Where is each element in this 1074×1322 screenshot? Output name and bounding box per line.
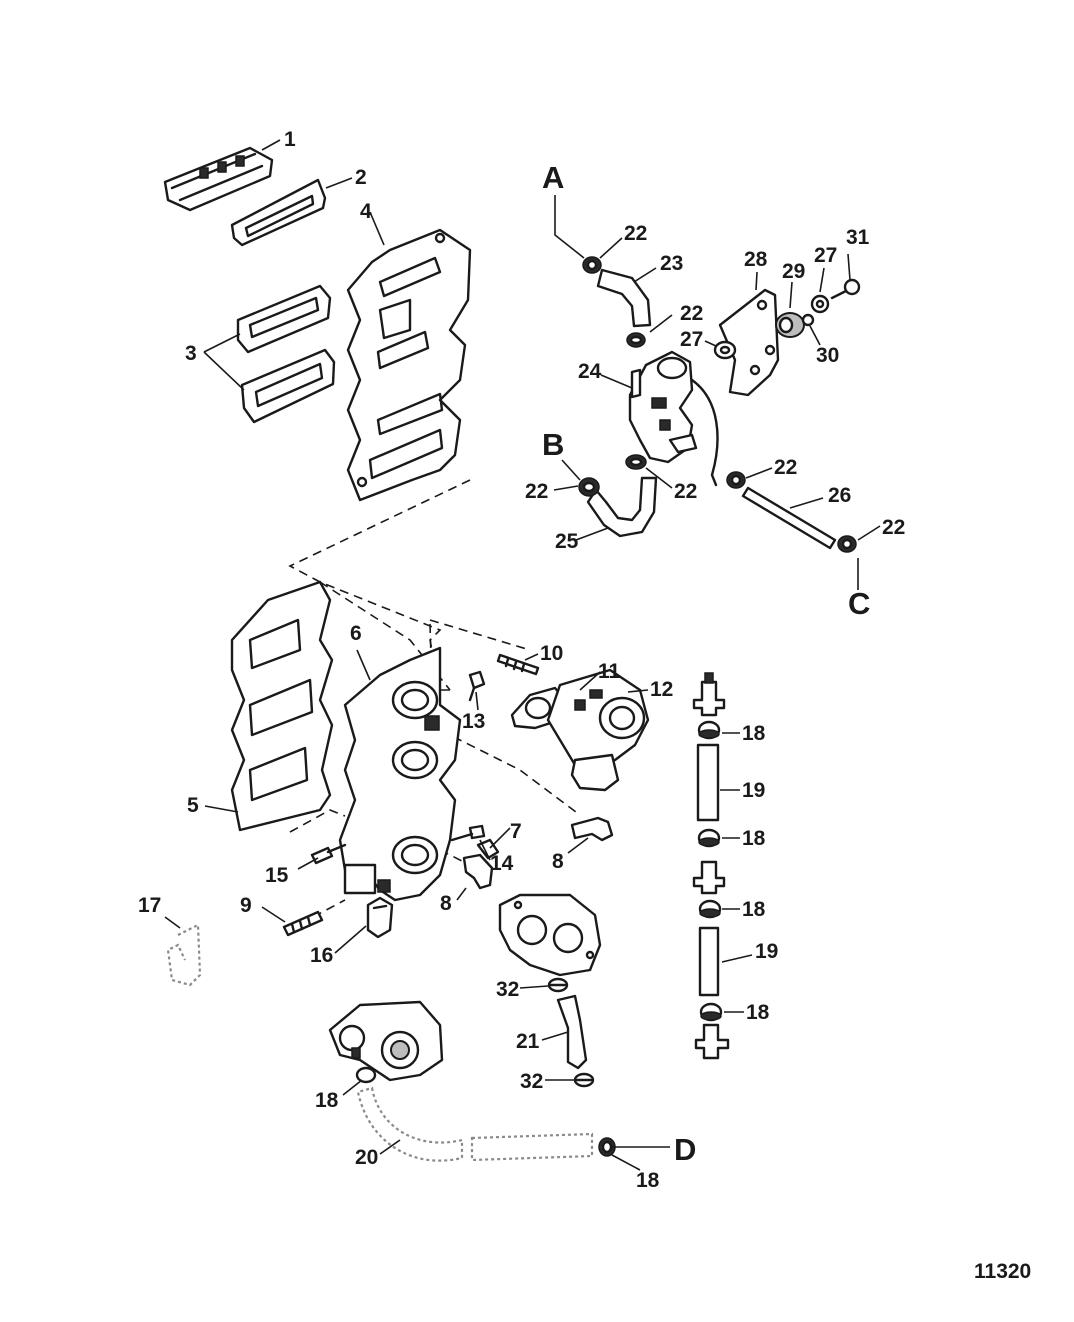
callout-9: 9	[240, 894, 252, 917]
callout-31: 31	[846, 226, 870, 249]
connector-18-parts	[697, 720, 723, 1022]
elbow-8-upper-part	[570, 816, 614, 842]
tee-fitting-upper-part	[692, 672, 726, 717]
callout-28: 28	[744, 248, 768, 271]
screw-31-part	[830, 278, 861, 300]
callout-6: 6	[350, 622, 362, 645]
callout-8-upper: 8	[552, 850, 564, 873]
hose-21-part	[556, 994, 588, 1070]
connector-letters: A B C D	[542, 160, 870, 1167]
filter-housing-part	[328, 1000, 444, 1082]
callout-30: 30	[816, 344, 839, 367]
connector-c: C	[848, 586, 870, 621]
callout-2: 2	[355, 166, 367, 189]
hose-25-part	[586, 476, 658, 538]
clamp-18-lower-part	[355, 1066, 377, 1084]
callout-11: 11	[598, 660, 621, 683]
figure-number: 11320	[974, 1260, 1031, 1283]
callout-16: 16	[310, 944, 333, 967]
callout-27-left: 27	[680, 328, 703, 351]
callout-24: 24	[578, 360, 602, 383]
clamp-22-parts	[578, 256, 857, 553]
elbow-8-lower-part	[462, 853, 494, 890]
callout-18-b: 18	[742, 827, 766, 850]
callout-22-c: 22	[525, 480, 548, 503]
callout-18-a: 18	[742, 722, 766, 745]
callout-32-lower: 32	[520, 1070, 543, 1093]
hose-19-lower-part	[698, 926, 720, 997]
callout-23: 23	[660, 252, 683, 275]
connector-a: A	[542, 160, 564, 195]
callout-21: 21	[516, 1030, 540, 1053]
clamp-16-part	[366, 896, 394, 939]
callout-26: 26	[828, 484, 851, 507]
callout-22-e: 22	[774, 456, 797, 479]
callout-22-b: 22	[680, 302, 703, 325]
connector-d: D	[674, 1132, 696, 1167]
callout-1: 1	[284, 128, 296, 151]
hose-26-part	[741, 486, 837, 550]
callout-22-a: 22	[624, 222, 647, 245]
callout-22-d: 22	[674, 480, 697, 503]
grommet-29-part	[775, 312, 805, 338]
connector-b: B	[542, 427, 564, 462]
clamp-18-d-part	[598, 1137, 616, 1157]
intake-manifold-part	[338, 646, 462, 902]
callout-7: 7	[510, 820, 522, 843]
callout-18-f: 18	[636, 1169, 660, 1192]
callout-22-f: 22	[882, 516, 905, 539]
bolt-14-part	[450, 824, 486, 842]
callout-10: 10	[540, 642, 563, 665]
bolt-13-part	[468, 670, 486, 702]
callout-14: 14	[490, 852, 514, 875]
callout-17: 17	[138, 894, 161, 917]
callout-labels: 1 2 3 4 5 6 7 8 8 9 10 11 12 13 14 15 16…	[138, 128, 905, 1192]
fuel-pump-part	[628, 350, 719, 487]
clip-17-part	[166, 923, 202, 987]
hose-20-part	[356, 1086, 594, 1162]
stud-10-part	[496, 653, 540, 676]
stud-part	[282, 910, 324, 937]
callout-18-e: 18	[315, 1089, 339, 1112]
callout-5: 5	[187, 794, 199, 817]
reed-block-part	[163, 146, 274, 212]
large-gasket-part	[346, 228, 472, 502]
hose-23-part	[596, 268, 652, 328]
bracket-28-part	[718, 288, 780, 397]
callout-3: 3	[185, 342, 197, 365]
callout-18-c: 18	[742, 898, 766, 921]
callout-4: 4	[360, 200, 372, 223]
callout-12: 12	[650, 678, 673, 701]
callout-27-right: 27	[814, 244, 837, 267]
hose-19-upper-part	[696, 743, 720, 822]
reed-plate-lower-part	[240, 348, 336, 424]
tee-fitting-middle-part	[692, 860, 726, 895]
leader-lines	[164, 139, 881, 1171]
clamp-32-upper-part	[547, 977, 569, 993]
callout-19-upper: 19	[742, 779, 765, 802]
callout-32-upper: 32	[496, 978, 519, 1001]
callout-25: 25	[555, 530, 579, 553]
callout-18-d: 18	[746, 1001, 770, 1024]
tee-fitting-lower-part	[694, 1023, 730, 1060]
callout-13: 13	[462, 710, 485, 733]
callout-8-lower: 8	[440, 892, 452, 915]
carburetor-part	[546, 668, 650, 792]
washer-27-left-part	[713, 340, 737, 360]
clamp-32-lower-part	[573, 1072, 595, 1088]
washer-27-right-part	[810, 294, 830, 314]
callout-20: 20	[355, 1146, 378, 1169]
reed-plate-upper-part	[236, 284, 332, 354]
callout-15: 15	[265, 864, 289, 887]
reed-gasket-part	[230, 178, 327, 247]
callout-29: 29	[782, 260, 805, 283]
intake-gasket-part	[230, 580, 334, 832]
bolt-15-part	[310, 843, 347, 865]
callout-19-lower: 19	[755, 940, 778, 963]
housing-cover-part	[498, 893, 602, 977]
sleeve-30-part	[801, 313, 815, 327]
